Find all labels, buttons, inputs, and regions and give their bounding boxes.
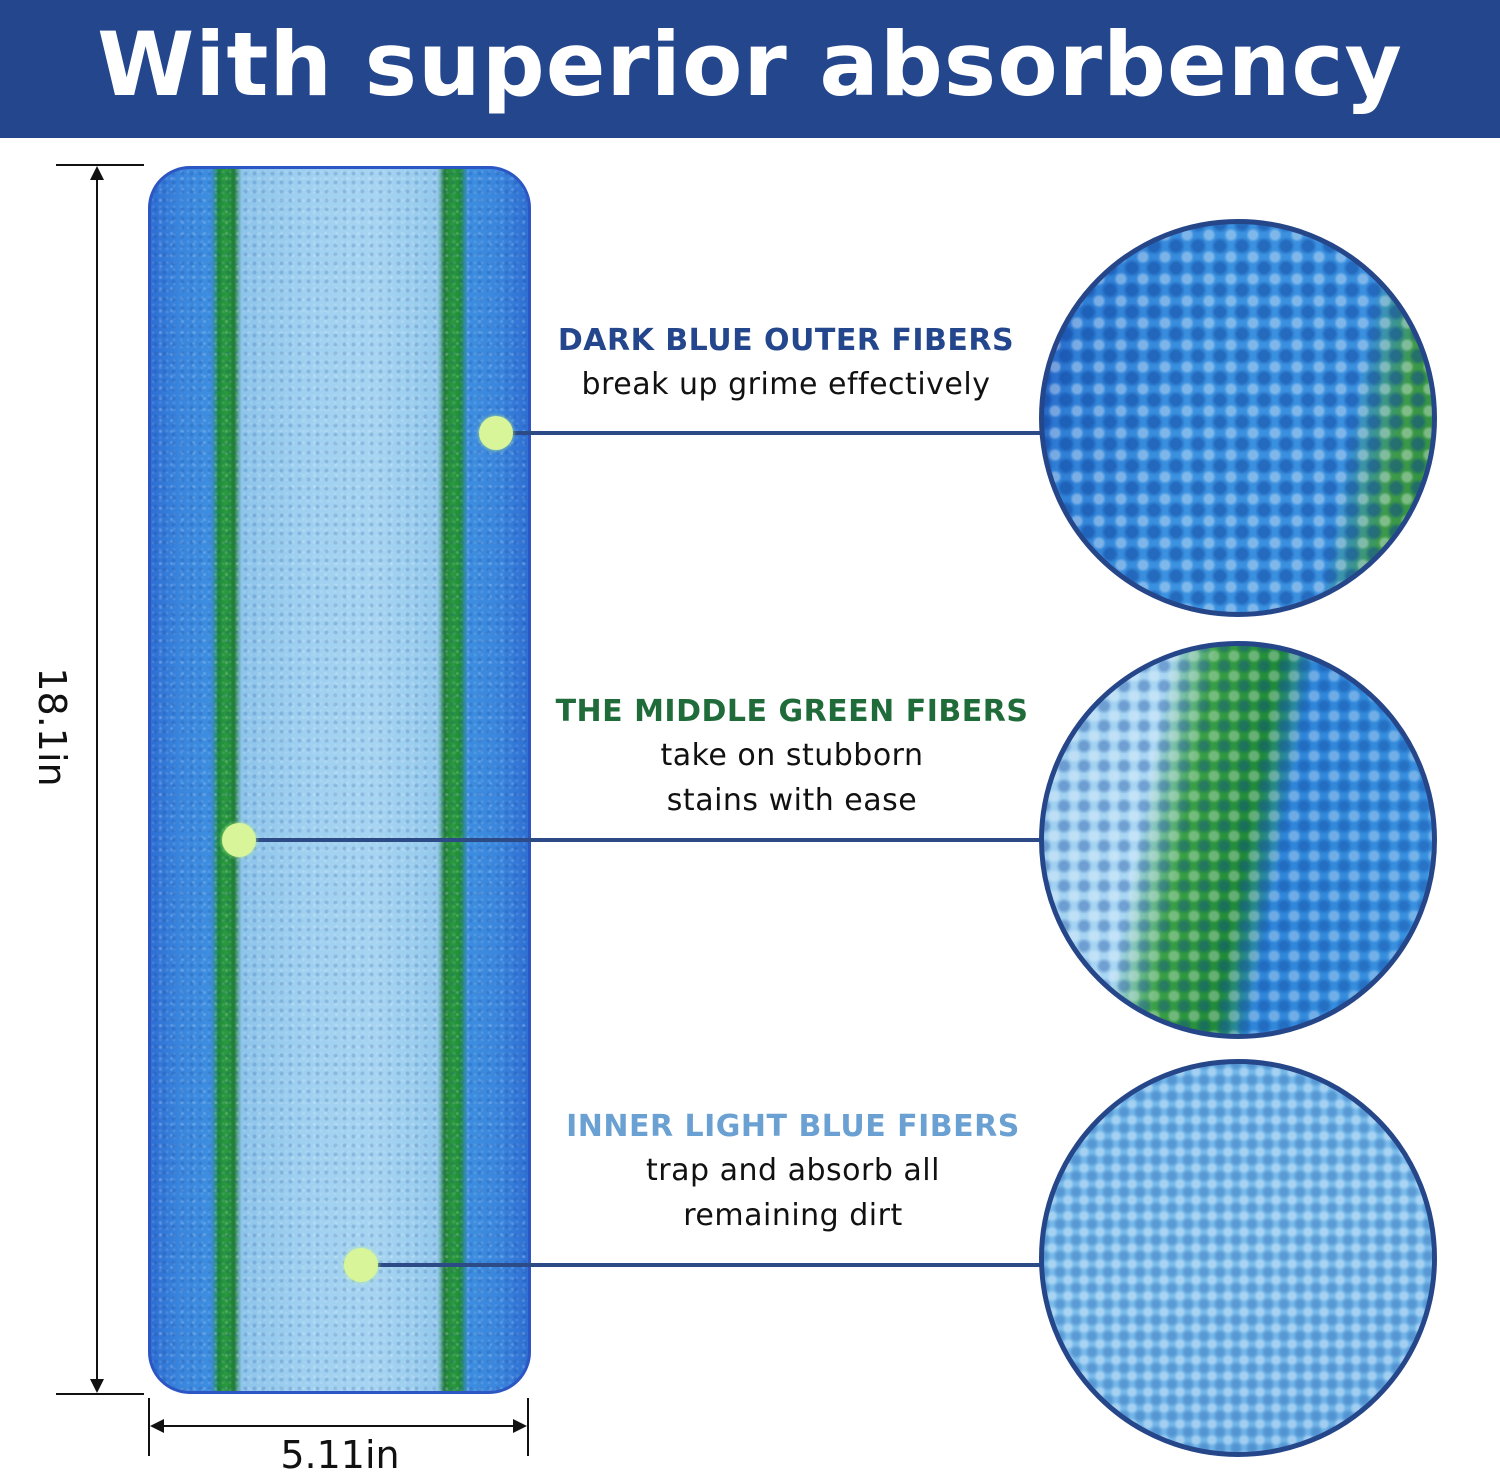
mop-pad-texture (151, 169, 528, 1391)
mop-pad-image (148, 166, 531, 1394)
width-label: 5.11in (280, 1433, 400, 1477)
arrow-left-icon (150, 1419, 164, 1433)
height-dimension-line (96, 170, 98, 1388)
marker-dot-outer (479, 416, 513, 450)
banner-title: With superior absorbency (97, 13, 1403, 116)
callout-heading: THE MIDDLE GREEN FIBERS (555, 694, 1029, 729)
callout-inner-fibers: INNER LIGHT BLUE FIBERS trap and absorb … (548, 1106, 1038, 1238)
callout-text: take on stubborn (660, 738, 924, 773)
leader-line-outer (496, 431, 1040, 435)
callout-middle-fibers: THE MIDDLE GREEN FIBERS take on stubborn… (542, 691, 1042, 823)
width-dimension-right-tick (527, 1398, 529, 1456)
height-dimension-bottom-tick (56, 1393, 144, 1395)
height-dimension-top-tick (56, 164, 144, 166)
marker-dot-inner (344, 1248, 378, 1282)
width-dimension-left-tick (148, 1398, 150, 1456)
header-banner: With superior absorbency (0, 0, 1500, 138)
callout-text: remaining dirt (683, 1198, 903, 1233)
height-label: 18.1in (30, 667, 74, 787)
leader-line-middle (239, 838, 1040, 842)
callout-text: break up grime effectively (581, 367, 991, 402)
arrow-right-icon (513, 1419, 527, 1433)
callout-heading: INNER LIGHT BLUE FIBERS (566, 1109, 1020, 1144)
leader-line-inner (361, 1263, 1040, 1267)
callout-heading: DARK BLUE OUTER FIBERS (557, 323, 1015, 358)
arrow-up-icon (90, 166, 104, 180)
marker-dot-middle (222, 823, 256, 857)
callout-text: trap and absorb all (646, 1153, 940, 1188)
zoom-circle-outer-fibers (1039, 219, 1437, 617)
callout-outer-fibers: DARK BLUE OUTER FIBERS break up grime ef… (546, 320, 1026, 407)
width-dimension-line (154, 1425, 522, 1427)
zoom-circle-inner-fibers (1039, 1059, 1437, 1457)
zoom-circle-middle-fibers (1039, 641, 1437, 1039)
callout-text: stains with ease (666, 783, 918, 818)
arrow-down-icon (90, 1379, 104, 1393)
